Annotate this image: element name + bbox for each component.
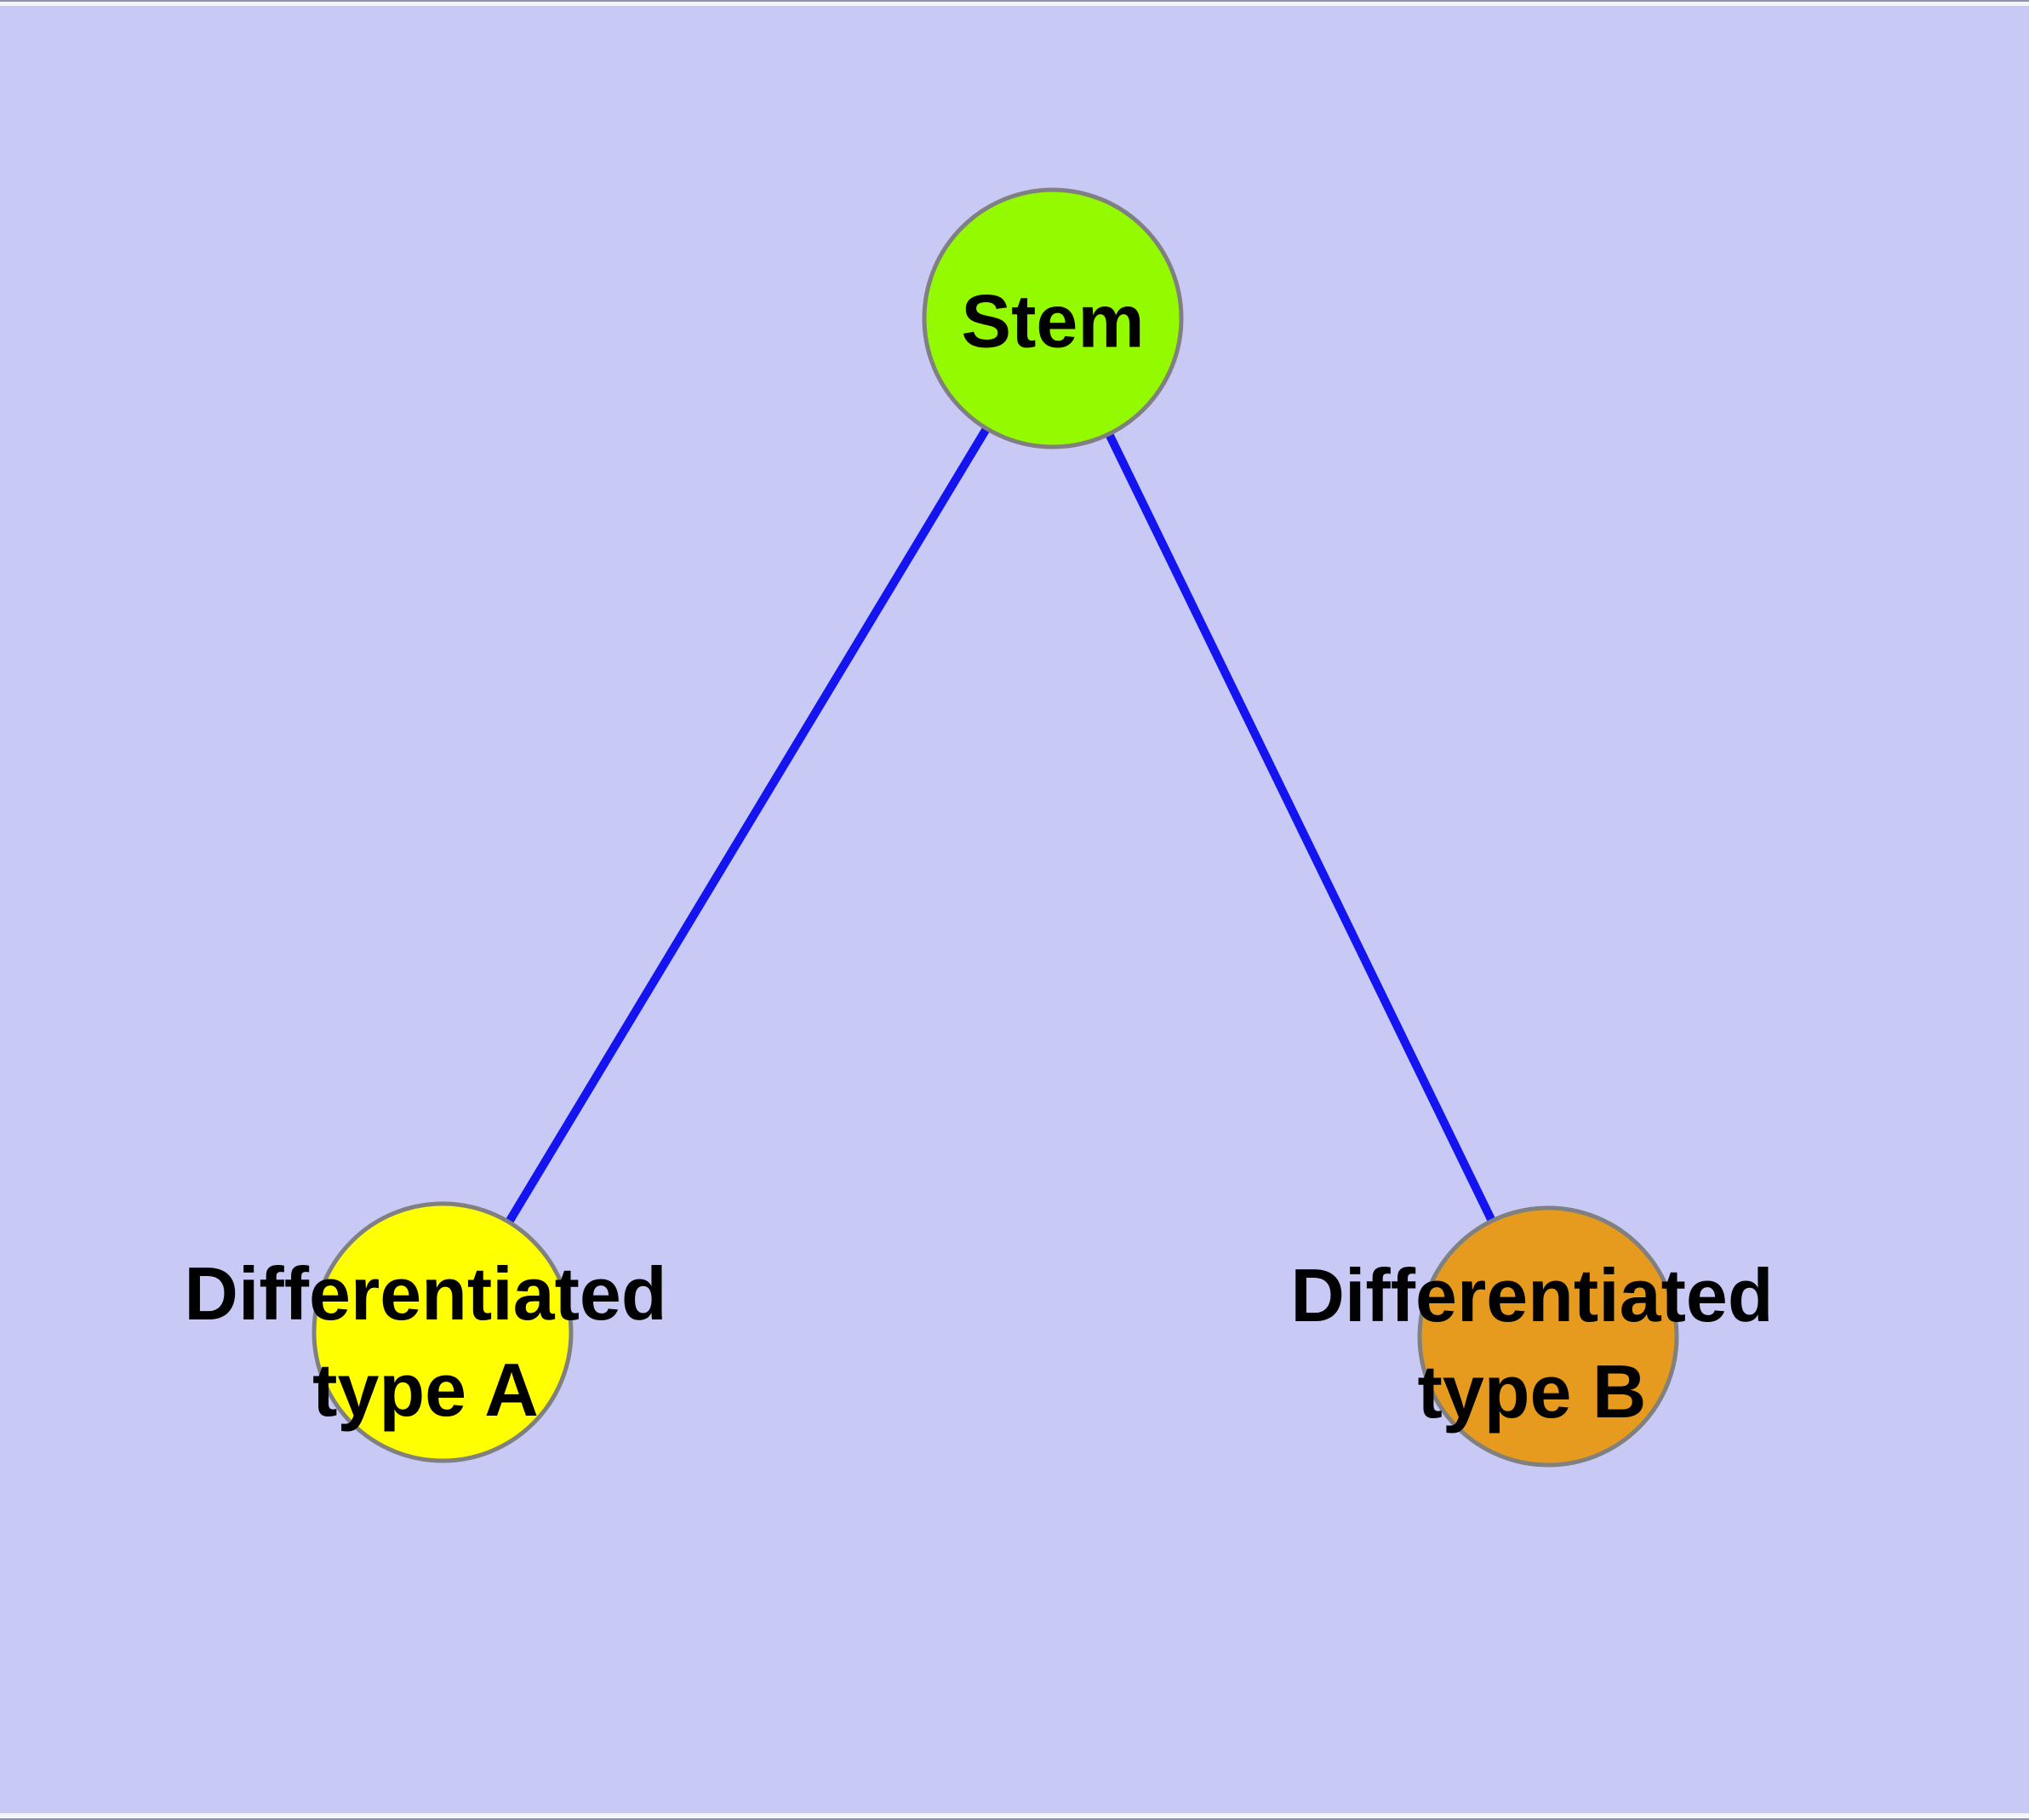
node-differentiated-type-b bbox=[1417, 1205, 1679, 1468]
node-label-differentiated-type-b: Differentiated type B bbox=[1290, 1253, 1774, 1434]
node-stem bbox=[922, 187, 1184, 449]
node-differentiated-type-a bbox=[311, 1201, 574, 1463]
edge-stem-to-differentiated-type-b bbox=[1049, 316, 1552, 1339]
node-label-stem: Stem bbox=[961, 278, 1145, 363]
window-edge-bottom bbox=[0, 1813, 2029, 1820]
edge-stem-to-differentiated-type-a bbox=[438, 316, 1057, 1335]
window-edge-top bbox=[0, 0, 2029, 6]
node-label-differentiated-type-a: Differentiated type A bbox=[184, 1251, 667, 1432]
